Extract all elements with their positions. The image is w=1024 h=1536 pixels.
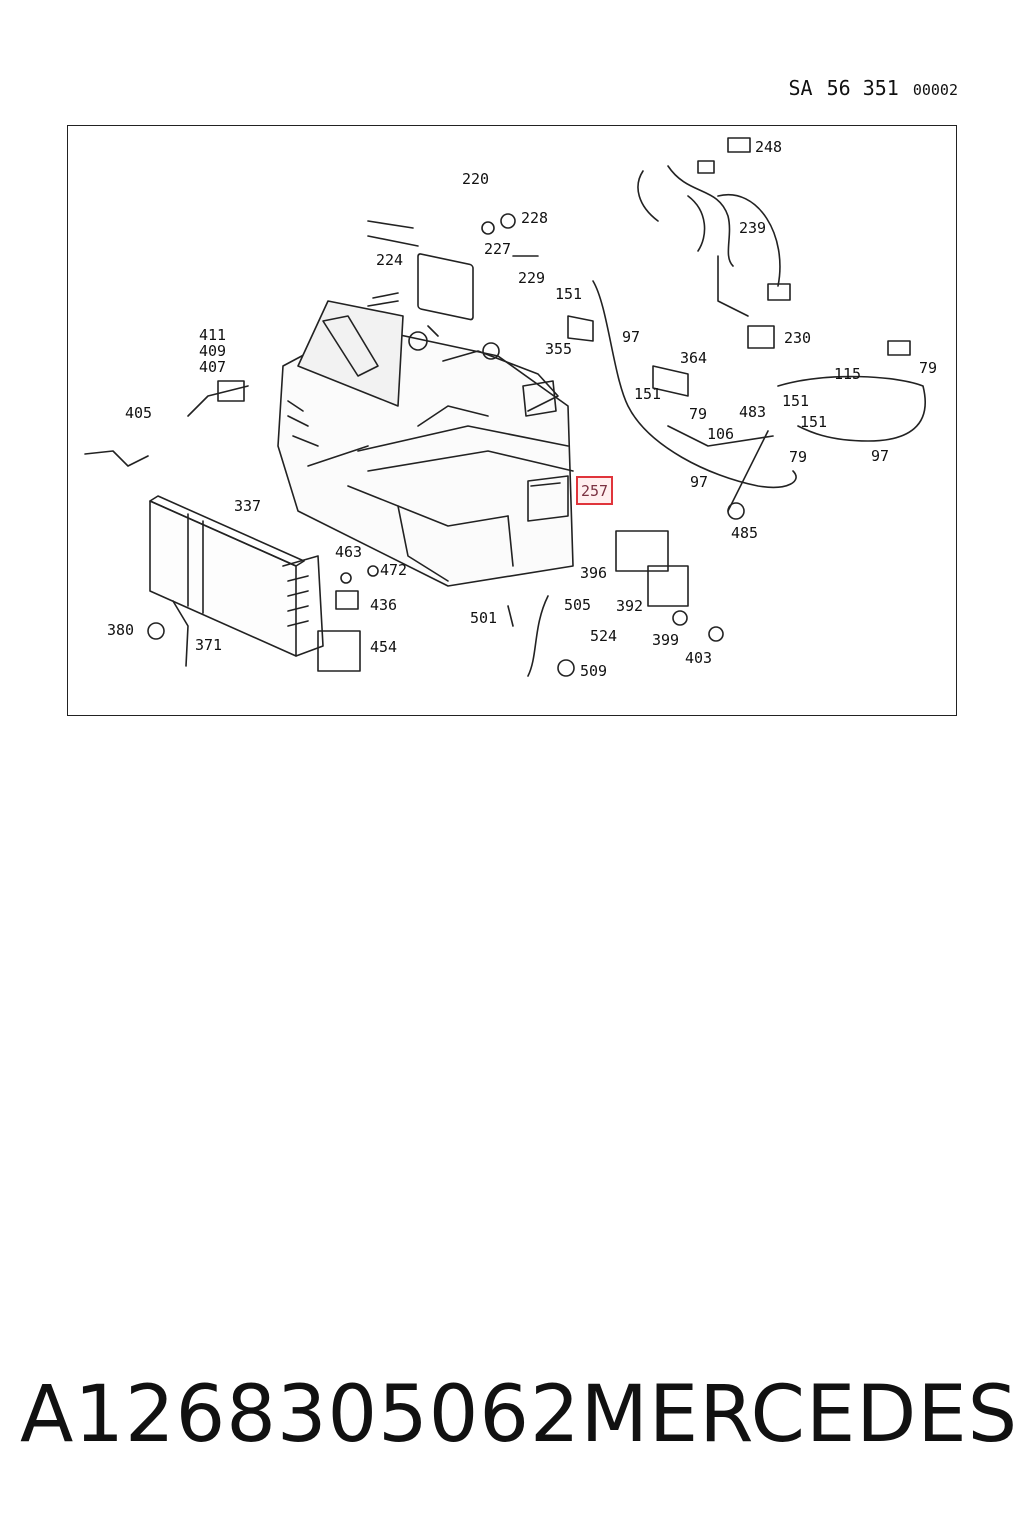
callout-224: 224 xyxy=(376,251,404,269)
callout-227: 227 xyxy=(484,240,512,258)
parts-illustration xyxy=(84,137,926,677)
callout-337: 337 xyxy=(234,497,262,515)
callout-483: 483 xyxy=(739,403,767,421)
callout-399: 399 xyxy=(652,631,680,649)
callout-505: 505 xyxy=(564,596,592,614)
callout-257-highlight[interactable]: 257 xyxy=(576,476,614,505)
footer-caption: A1268305062 MERCEDES xyxy=(20,1370,1017,1460)
callout-501: 501 xyxy=(470,609,498,627)
callout-407: 407 xyxy=(199,358,227,376)
heater-core-drawing xyxy=(149,495,324,657)
callout-230: 230 xyxy=(784,329,812,347)
callout-392: 392 xyxy=(616,597,644,615)
callout-411: 411 xyxy=(199,326,227,344)
callout-220: 220 xyxy=(462,170,490,188)
callout-239: 239 xyxy=(739,219,767,237)
callout-97-a: 97 xyxy=(622,328,641,346)
callout-151-b: 151 xyxy=(634,385,662,403)
callout-463: 463 xyxy=(335,543,363,561)
callout-248: 248 xyxy=(755,138,783,156)
callout-454: 454 xyxy=(370,638,398,656)
callout-151-a: 151 xyxy=(555,285,583,303)
callout-371: 371 xyxy=(195,636,223,654)
callout-228: 228 xyxy=(521,209,549,227)
callout-405: 405 xyxy=(125,404,153,422)
callout-355: 355 xyxy=(545,340,573,358)
callout-97-b: 97 xyxy=(871,447,890,465)
callout-79-c: 79 xyxy=(789,448,808,466)
parts-diagram-frame: 248 220 228 227 224 229 239 151 97 355 2… xyxy=(67,125,957,716)
callout-436: 436 xyxy=(370,596,398,614)
heater-housing-drawing xyxy=(277,292,574,587)
callout-115: 115 xyxy=(834,365,862,383)
callout-396: 396 xyxy=(580,564,608,582)
footer-part-number: A1268305062 xyxy=(20,1370,581,1460)
header-sequence: 00002 xyxy=(912,81,958,99)
callout-509: 509 xyxy=(580,662,608,680)
header-number: 56 351 xyxy=(826,76,899,100)
callout-403: 403 xyxy=(685,649,713,667)
callout-485: 485 xyxy=(731,524,759,542)
callout-97-c: 97 xyxy=(690,473,709,491)
vacuum-hoses-drawing xyxy=(592,165,926,512)
callout-409: 409 xyxy=(199,342,227,360)
callout-380: 380 xyxy=(107,621,135,639)
callout-524: 524 xyxy=(590,627,618,645)
header-prefix: SA xyxy=(788,76,813,100)
callout-364: 364 xyxy=(680,349,708,367)
callout-472: 472 xyxy=(380,561,408,579)
callout-151-c: 151 xyxy=(782,392,810,410)
callout-79-a: 79 xyxy=(919,359,938,377)
callout-229: 229 xyxy=(518,269,546,287)
callout-106: 106 xyxy=(707,425,735,443)
diagram-header: SA 56 351 00002 xyxy=(789,76,959,100)
callout-79-b: 79 xyxy=(689,405,708,423)
small-parts-drawing xyxy=(84,137,911,677)
footer-brand: MERCEDES xyxy=(580,1370,1019,1460)
callout-151-d: 151 xyxy=(800,413,828,431)
